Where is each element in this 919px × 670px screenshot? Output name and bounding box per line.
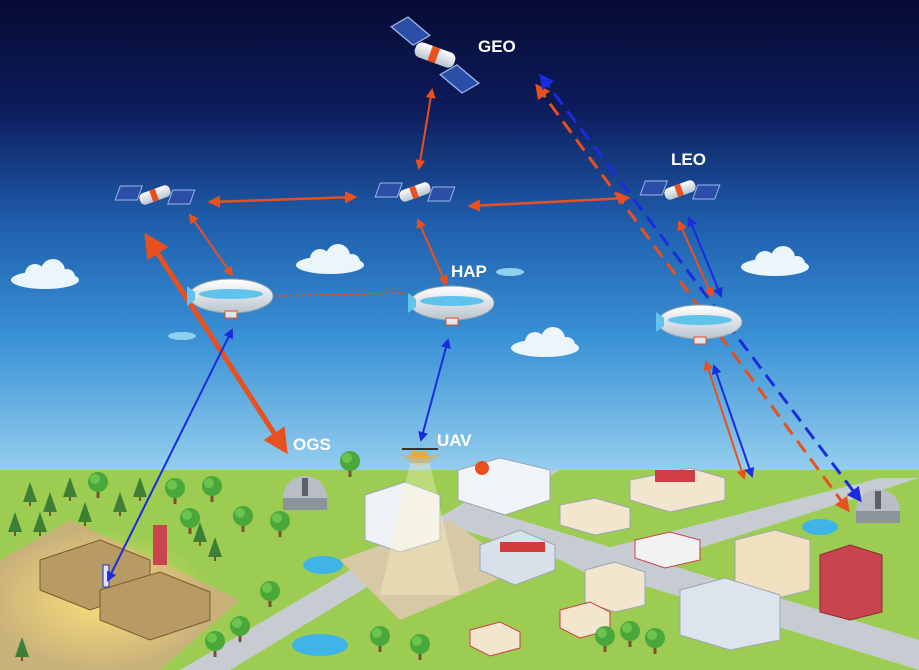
pond	[802, 519, 838, 535]
label-leo: LEO	[671, 150, 706, 169]
link-hap-ground	[107, 328, 233, 582]
label-uav: UAV	[437, 431, 472, 450]
label-geo: GEO	[478, 37, 516, 56]
link-geo-ogs-blue	[539, 73, 862, 503]
ground-city	[0, 451, 919, 670]
pond	[303, 556, 343, 574]
pond	[292, 634, 348, 656]
link-geo-leo	[415, 88, 436, 170]
links	[107, 73, 862, 582]
link-hap-uav	[418, 338, 451, 442]
link-leo-leo	[207, 191, 358, 208]
label-hap: HAP	[451, 262, 487, 281]
label-ogs: OGS	[293, 435, 331, 454]
uav-drone	[380, 448, 460, 595]
link-leo-hap	[416, 218, 448, 286]
